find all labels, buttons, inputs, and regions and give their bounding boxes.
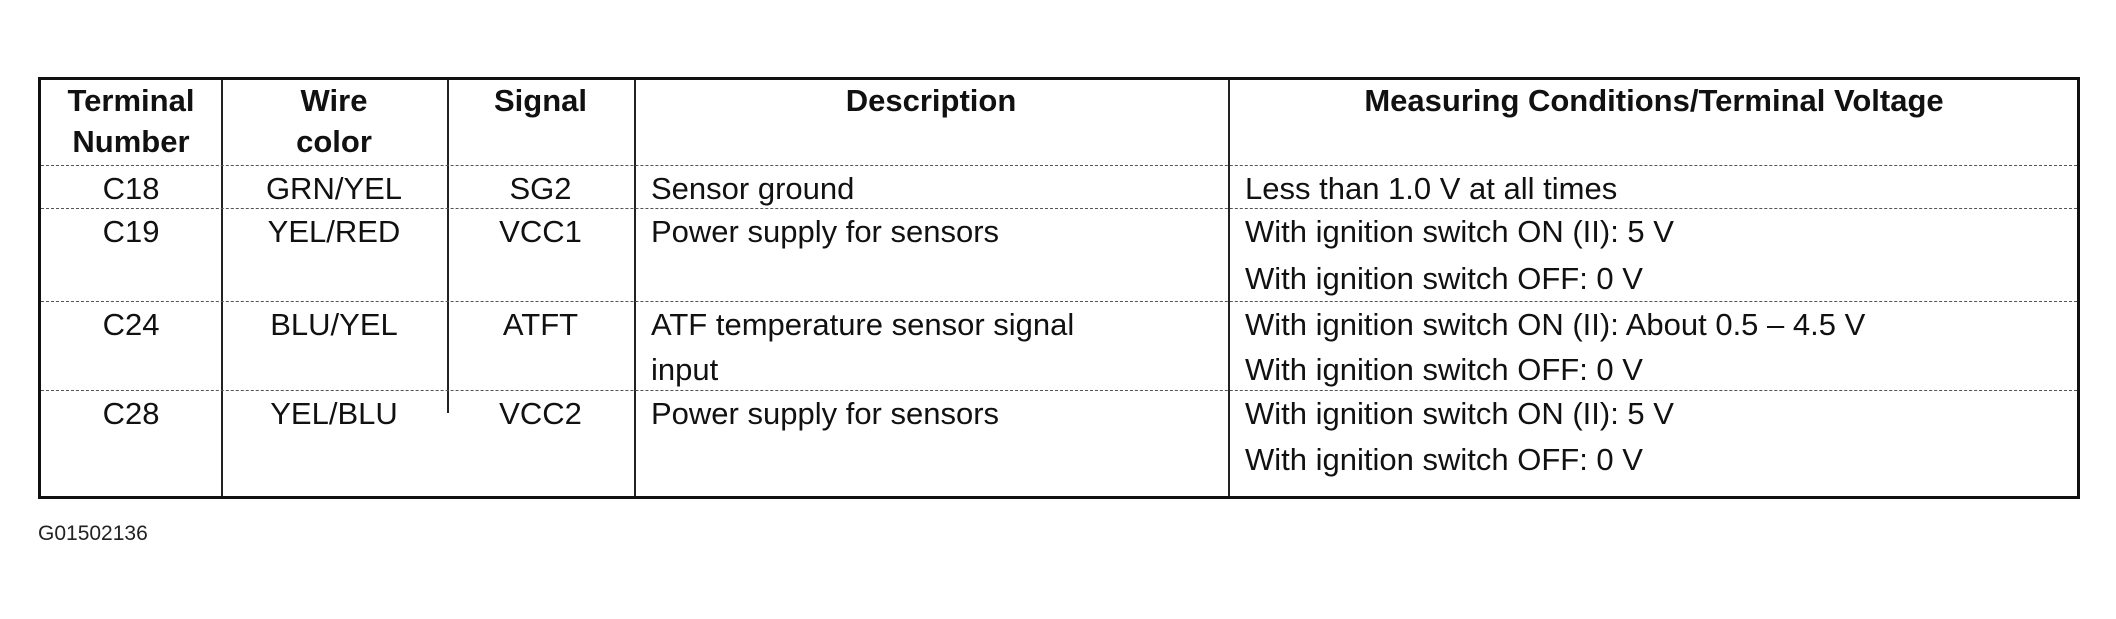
wire-color-cell: YEL/RED <box>267 214 401 249</box>
description-cell: input <box>651 352 719 387</box>
header-description: Description <box>845 83 1017 118</box>
measuring-cell: With ignition switch OFF: 0 V <box>1245 261 1643 296</box>
measuring-cell: With ignition switch ON (II): 5 V <box>1245 214 1674 249</box>
header-measuring-conditions: Measuring Conditions/Terminal Voltage <box>1364 83 1944 118</box>
wire-color-cell: BLU/YEL <box>270 307 398 342</box>
row-separator <box>41 301 2077 302</box>
figure-id-caption: G01502136 <box>38 522 148 545</box>
signal-cell: ATFT <box>502 307 579 342</box>
terminal-cell: C28 <box>102 396 160 431</box>
terminal-cell: C24 <box>102 307 160 342</box>
measuring-cell: With ignition switch OFF: 0 V <box>1245 352 1643 387</box>
description-cell: Power supply for sensors <box>651 214 1000 249</box>
measuring-cell: With ignition switch ON (II): About 0.5 … <box>1245 307 1866 342</box>
column-divider <box>221 80 223 496</box>
header-signal: Signal <box>493 83 587 118</box>
header-terminal-number: Terminal Number <box>67 83 195 159</box>
measuring-cell: Less than 1.0 V at all times <box>1245 171 1618 206</box>
measuring-cell: With ignition switch ON (II): 5 V <box>1245 396 1674 431</box>
signal-cell: VCC1 <box>499 214 582 249</box>
description-cell: Sensor ground <box>651 171 855 206</box>
description-cell: Power supply for sensors <box>651 396 1000 431</box>
column-divider <box>447 80 449 413</box>
description-cell: ATF temperature sensor signal <box>651 307 1075 342</box>
signal-cell: SG2 <box>509 171 572 206</box>
header-wire-color: Wire color <box>296 83 372 159</box>
measuring-cell: With ignition switch OFF: 0 V <box>1245 442 1643 477</box>
terminal-table: Terminal Number Wire color Signal Descri… <box>38 77 2080 499</box>
row-separator <box>41 165 2077 166</box>
row-separator <box>41 390 2077 391</box>
signal-cell: VCC2 <box>499 396 582 431</box>
row-separator <box>41 208 2077 209</box>
column-divider <box>1228 80 1230 496</box>
terminal-cell: C19 <box>102 214 160 249</box>
column-divider <box>634 80 636 496</box>
wire-color-cell: YEL/BLU <box>270 396 398 431</box>
terminal-cell: C18 <box>102 171 160 206</box>
wire-color-cell: GRN/YEL <box>265 171 403 206</box>
